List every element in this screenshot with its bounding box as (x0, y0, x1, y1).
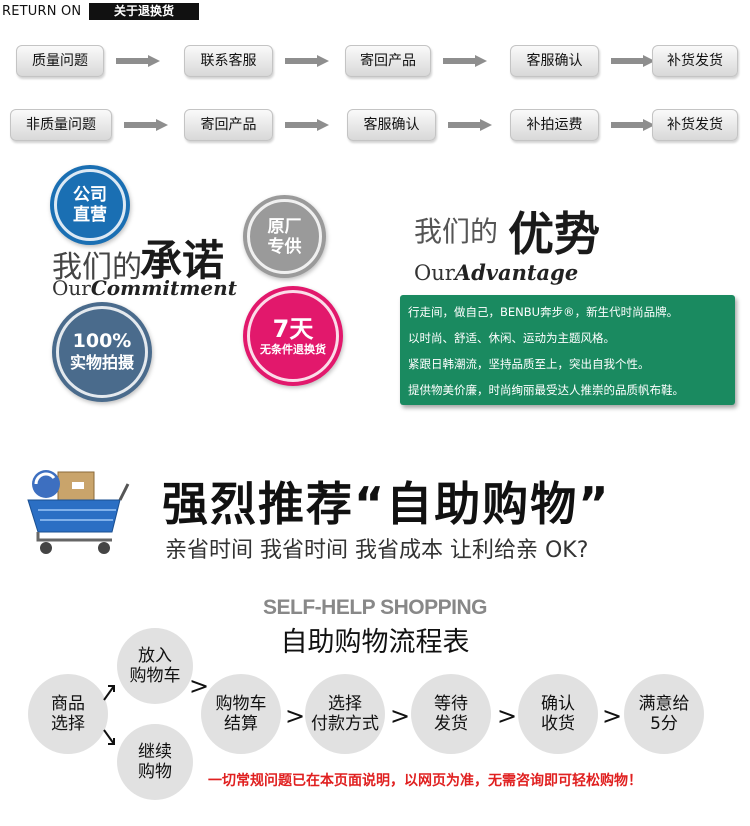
section-title-returns: 关于退换货 (89, 3, 199, 20)
advantage-line-3: 紧跟日韩潮流，坚持品质至上，突出自我个性。 (408, 357, 650, 371)
badge-company-direct: 公司 直营 (50, 165, 130, 245)
commitment-en: OurCommitment (52, 276, 237, 300)
quality-flow-step: 客服确认 (510, 45, 599, 77)
flow-arrow-icon (448, 119, 492, 131)
shopping-cart-icon (27, 470, 130, 554)
step-continue-shopping: 继续 购物 (117, 724, 193, 800)
advantage-line-1: 行走间，做自己，BENBU奔步®，新生代时尚品牌。 (408, 305, 679, 319)
advantage-en-our: Our (414, 261, 455, 285)
step-wait-shipping: 等待 发货 (411, 674, 491, 754)
advantage-en: OurAdvantage (414, 260, 578, 285)
commitment-en-word: Commitment (90, 276, 237, 300)
flow-arrow-2: > (390, 702, 411, 730)
step-select-product: 商品 选择 (28, 674, 108, 754)
badge-7-day-return: 7天 无条件退换货 (243, 286, 343, 386)
badge-original-factory: 原厂 专供 (243, 195, 326, 278)
advantage-line-2: 以时尚、舒适、休闲、运动为主题风格。 (408, 331, 615, 345)
return-on-label: RETURN ON (2, 4, 82, 19)
step-payment: 选择 付款方式 (305, 674, 385, 754)
self-help-subtitle: 亲省时间 我省时间 我省成本 让利给亲 OK? (165, 538, 589, 563)
flow-arrow-icon (116, 55, 160, 67)
flow-arrow-icon (285, 55, 329, 67)
flow-arrow-icon (611, 119, 655, 131)
flow-arrow-4: > (602, 702, 623, 730)
commitment-en-our: Our (52, 276, 91, 300)
commitment-title-prefix: 我们的 (52, 250, 142, 285)
nonquality-flow-step: 客服确认 (347, 109, 436, 141)
badge-factory-line1: 原厂 (267, 216, 302, 237)
badge-factory-line2: 专供 (267, 236, 302, 257)
flow-arrow-to-checkout: > (189, 672, 210, 700)
advantage-line-4: 提供物美价廉，时尚绚丽最受达人推崇的品质帆布鞋。 (408, 383, 684, 397)
badge-days-line2: 无条件退换货 (260, 343, 326, 356)
notice-text: 一切常规问题已在本页面说明，以网页为准，无需咨询即可轻松购物！ (208, 773, 642, 789)
flow-arrow-1: > (285, 702, 306, 730)
self-help-en-title: SELF-HELP SHOPPING (263, 596, 487, 619)
advantage-description-box: 行走间，做自己，BENBU奔步®，新生代时尚品牌。 以时尚、舒适、休闲、运动为主… (400, 295, 735, 405)
step-rate-5: 满意给 5分 (624, 674, 704, 754)
nonquality-flow-step: 补拍运费 (510, 109, 599, 141)
badge-real-line1: 100% (72, 330, 132, 352)
self-help-title: 强烈推荐“自助购物” (162, 477, 611, 531)
self-help-cn-title: 自助购物流程表 (280, 627, 470, 658)
step-confirm-receipt: 确认 收货 (518, 674, 598, 754)
quality-flow-step: 补货发货 (652, 45, 738, 77)
badge-company-line1: 公司 (73, 185, 107, 205)
flow-arrow-icon (611, 55, 655, 67)
nonquality-flow-step: 寄回产品 (184, 109, 273, 141)
flow-arrow-3: > (497, 702, 518, 730)
flow-arrow-icon (443, 55, 487, 67)
flow-arrow-icon (124, 119, 168, 131)
flow-arrow-icon (285, 119, 329, 131)
step-add-to-cart: 放入 购物车 (117, 628, 193, 704)
badge-real-photo: 100% 实物拍摄 (52, 302, 152, 402)
quality-flow-step: 联系客服 (184, 45, 273, 77)
step-cart-checkout: 购物车 结算 (201, 674, 281, 754)
badge-real-line2: 实物拍摄 (69, 353, 134, 372)
quality-flow-step: 质量问题 (16, 45, 104, 77)
quality-flow-step: 寄回产品 (345, 45, 431, 77)
nonquality-flow-step: 补货发货 (652, 109, 738, 141)
advantage-title-main: 优势 (508, 207, 600, 261)
badge-company-line2: 直营 (73, 205, 107, 225)
advantage-en-word: Advantage (454, 260, 579, 285)
commitment-title-main: 承诺 (140, 236, 225, 285)
badge-days-line1: 7天 (272, 315, 314, 343)
nonquality-flow-step: 非质量问题 (10, 109, 112, 141)
advantage-title-prefix: 我们的 (414, 215, 499, 248)
flow-arrows-left (103, 685, 115, 745)
